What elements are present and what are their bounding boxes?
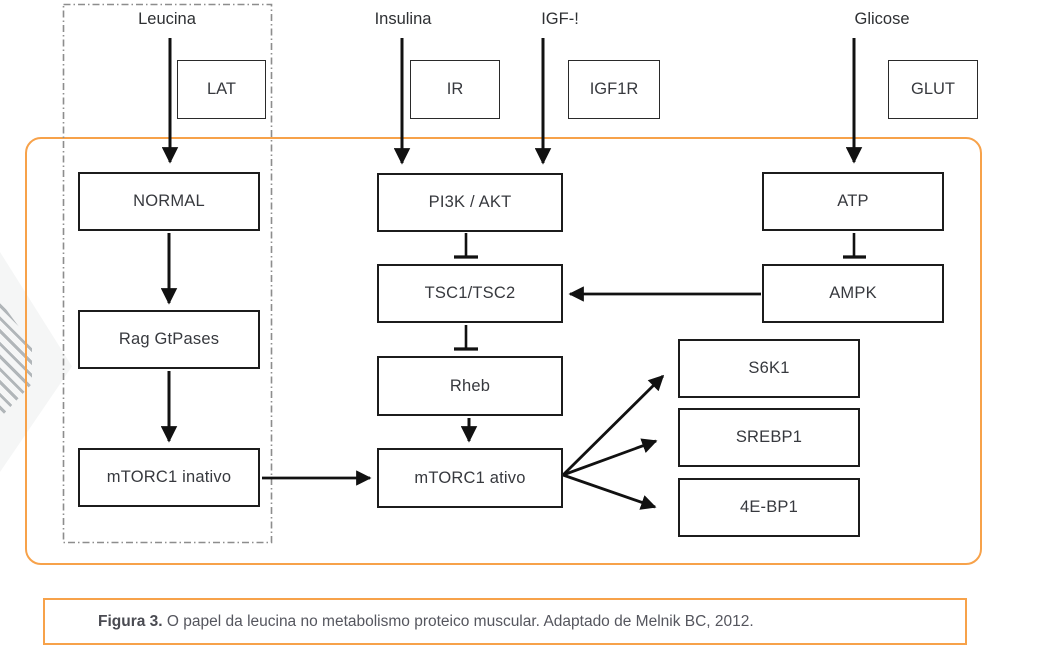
node-mtorc1-inativo: mTORC1 inativo	[78, 448, 260, 507]
node-glut-receptor: GLUT	[888, 60, 978, 119]
node-mtorc1-ativo: mTORC1 ativo	[377, 448, 563, 508]
node-srebp1: SREBP1	[678, 408, 860, 467]
figure-caption-text: O papel da leucina no metabolismo protei…	[162, 612, 754, 630]
node-ampk: AMPK	[762, 264, 944, 323]
figure-caption: Figura 3. O papel da leucina no metaboli…	[43, 598, 967, 645]
node-atp: ATP	[762, 172, 944, 231]
label-igf1: IGF-!	[541, 10, 579, 28]
node-s6k1: S6K1	[678, 339, 860, 398]
node-4e-bp1: 4E-BP1	[678, 478, 860, 537]
label-glicose: Glicose	[854, 10, 910, 28]
node-lat-receptor: LAT	[177, 60, 266, 119]
pathway-orange-frame	[25, 137, 982, 565]
label-leucina: Leucina	[138, 10, 196, 28]
node-rheb: Rheb	[377, 356, 563, 416]
node-rag-gtpases: Rag GtPases	[78, 310, 260, 369]
figure-caption-number: Figura 3.	[98, 612, 163, 630]
node-igf1r-receptor: IGF1R	[568, 60, 660, 119]
node-tsc1-tsc2: TSC1/TSC2	[377, 264, 563, 323]
label-insulina: Insulina	[374, 10, 432, 28]
node-normal: NORMAL	[78, 172, 260, 231]
node-pi3k-akt: PI3K / AKT	[377, 173, 563, 232]
node-ir-receptor: IR	[410, 60, 500, 119]
